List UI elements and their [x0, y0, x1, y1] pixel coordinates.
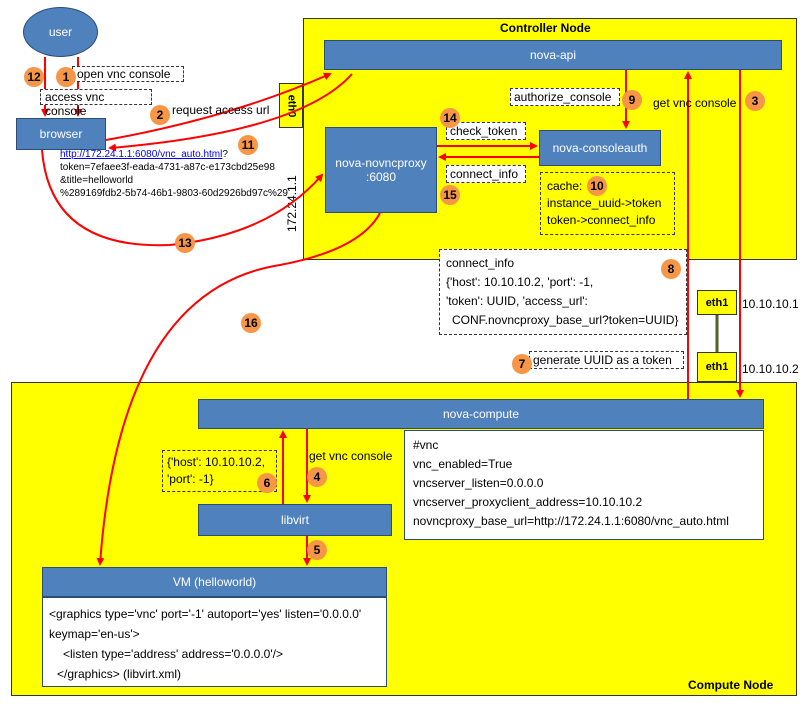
- url-line: %289169fdb2-5b74-46b1-9803-60d2926bd97c%…: [60, 188, 288, 199]
- vnc-config-box: #vnc vnc_enabled=True vncserver_listen=0…: [404, 430, 764, 540]
- label-open-vnc: open vnc console: [72, 66, 184, 82]
- config-line: vncserver_listen=0.0.0.0: [413, 476, 544, 490]
- vm-box[interactable]: VM (helloworld): [42, 567, 387, 597]
- connect-info-line: connect_info: [446, 256, 515, 270]
- step-10: 10: [587, 176, 607, 196]
- novncproxy-name: nova-novncproxy: [335, 156, 427, 170]
- step-3: 3: [745, 91, 765, 111]
- label-generate-uuid: generate UUID as a token: [529, 351, 684, 369]
- user-label: user: [48, 25, 73, 39]
- eth0-label: eth0: [285, 94, 297, 117]
- xml-line: <graphics type='vnc' port='-1' autoport=…: [49, 607, 362, 621]
- url-line: &title=helloworld: [60, 175, 134, 186]
- novncproxy-port: :6080: [365, 170, 397, 184]
- url-line: token=7efaee3f-eada-4731-a87c-e173cbd25e…: [60, 162, 275, 173]
- step-11: 11: [238, 135, 258, 155]
- step-2: 2: [150, 105, 170, 125]
- label-request-url: request access url: [172, 103, 270, 117]
- step-4: 4: [307, 467, 327, 487]
- nova-api-label: nova-api: [529, 48, 577, 62]
- step-16: 16: [241, 313, 261, 333]
- ip-top-label: 10.10.10.1: [742, 297, 799, 311]
- nova-consoleauth-box[interactable]: nova-consoleauth: [539, 130, 661, 166]
- step-7: 7: [512, 354, 532, 374]
- step-13: 13: [175, 233, 195, 253]
- compute-node-title: Compute Node: [688, 678, 774, 692]
- label-get-vnc-bottom: get vnc console: [309, 449, 393, 463]
- eth1-top-port: eth1: [697, 290, 737, 315]
- user-ellipse[interactable]: user: [23, 7, 98, 57]
- browser-box[interactable]: browser: [16, 118, 106, 150]
- nova-compute-box[interactable]: nova-compute: [198, 399, 764, 429]
- nova-novncproxy-box[interactable]: nova-novncproxy :6080: [325, 127, 437, 213]
- xml-line: </graphics> (libvirt.xml): [57, 667, 182, 681]
- access-url-text: http://172.24.1.1:6080/vnc_auto.html? to…: [60, 148, 288, 200]
- step-12: 12: [24, 67, 44, 87]
- access-url-link[interactable]: http://172.24.1.1:6080/vnc_auto.html: [60, 149, 223, 160]
- ip-bottom-label: 10.10.10.2: [742, 362, 799, 376]
- config-line: #vnc: [413, 438, 439, 452]
- config-line: vncserver_proxyclient_address=10.10.10.2: [413, 495, 643, 509]
- consoleauth-label: nova-consoleauth: [552, 141, 648, 155]
- step-9: 9: [622, 90, 642, 110]
- connect-info-box: connect_info {'host': 10.10.10.2, 'port'…: [439, 249, 687, 335]
- step-14: 14: [440, 108, 460, 128]
- access-url-link-suffix: ?: [222, 149, 228, 160]
- xml-line: <listen type='address' address='0.0.0.0'…: [63, 647, 283, 661]
- label-authorize: authorize_console: [510, 88, 620, 106]
- vm-label: VM (helloworld): [172, 575, 257, 589]
- cache-box: cache: instance_uuid->token token->conne…: [540, 172, 675, 235]
- label-access-vnc: access vnc console: [40, 89, 152, 118]
- step-1: 1: [56, 67, 76, 87]
- connect-info-line: 'token': UUID, 'access_url':: [446, 294, 588, 308]
- libvirt-box[interactable]: libvirt: [198, 504, 392, 536]
- eth1-bottom-port: eth1: [697, 352, 737, 382]
- libvirt-label: libvirt: [280, 513, 309, 527]
- eth0-port: eth0: [279, 83, 303, 128]
- cache-line: cache:: [547, 179, 583, 193]
- connect-info-line: {'host': 10.10.10.2, 'port': -1,: [446, 275, 594, 289]
- cache-line: token->connect_info: [547, 213, 656, 227]
- step-8: 8: [661, 259, 681, 279]
- step-5: 5: [307, 540, 327, 560]
- label-get-vnc-top: get vnc console: [653, 96, 737, 110]
- host-port-line: {'host': 10.10.10.2,: [167, 455, 265, 469]
- nova-api-box[interactable]: nova-api: [324, 40, 782, 70]
- controller-node-title: Controller Node: [500, 21, 591, 35]
- libvirt-xml-box: <graphics type='vnc' port='-1' autoport=…: [42, 597, 387, 687]
- config-line: vnc_enabled=True: [413, 457, 513, 471]
- step-6: 6: [257, 473, 277, 493]
- browser-label: browser: [39, 127, 83, 141]
- cache-line: instance_uuid->token: [547, 196, 662, 210]
- config-line: novncproxy_base_url=http://172.24.1.1:60…: [413, 514, 729, 528]
- nova-compute-label: nova-compute: [442, 407, 520, 421]
- host-port-line: 'port': -1}: [167, 472, 214, 486]
- eth1-bottom-label: eth1: [705, 361, 729, 373]
- step-15: 15: [440, 185, 460, 205]
- connect-info-line: CONF.novncproxy_base_url?token=UUID}: [452, 313, 679, 327]
- eth1-top-label: eth1: [705, 296, 729, 309]
- access-url-line: http://172.24.1.1:6080/vnc_auto.html?: [60, 148, 288, 161]
- label-connect-info: connect_info: [446, 165, 526, 183]
- label-check-token: check_token: [446, 122, 526, 140]
- xml-line: keymap='en-us'>: [49, 627, 140, 641]
